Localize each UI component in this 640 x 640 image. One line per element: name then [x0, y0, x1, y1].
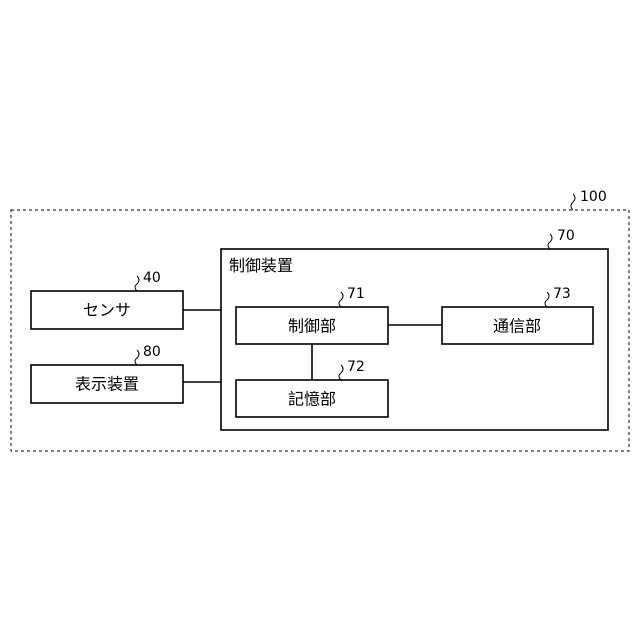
sensor-label: センサ: [83, 301, 131, 320]
storage-unit-ref-label: 72: [347, 359, 365, 375]
storage-unit-ref-leader: [339, 365, 343, 380]
control-unit-ref-leader: [339, 292, 343, 307]
display-device-ref-label: 80: [143, 344, 161, 360]
display-device-label: 表示装置: [75, 375, 139, 394]
sensor-ref-label: 40: [143, 270, 161, 286]
control-device-ref-leader: [548, 234, 552, 249]
control-device-ref-label: 70: [557, 228, 575, 244]
communication-unit-label: 通信部: [493, 317, 541, 336]
communication-unit-ref-leader: [545, 292, 549, 307]
system-ref-label: 100: [580, 189, 607, 205]
sensor-ref-leader: [135, 276, 139, 291]
storage-unit-label: 記憶部: [288, 390, 336, 409]
control-unit-ref-label: 71: [347, 286, 365, 302]
system-ref-leader: [571, 194, 575, 210]
control-device-title: 制御装置: [229, 256, 293, 275]
communication-unit-ref-label: 73: [553, 286, 571, 302]
control-unit-label: 制御部: [288, 317, 336, 336]
display-device-ref-leader: [135, 350, 139, 365]
